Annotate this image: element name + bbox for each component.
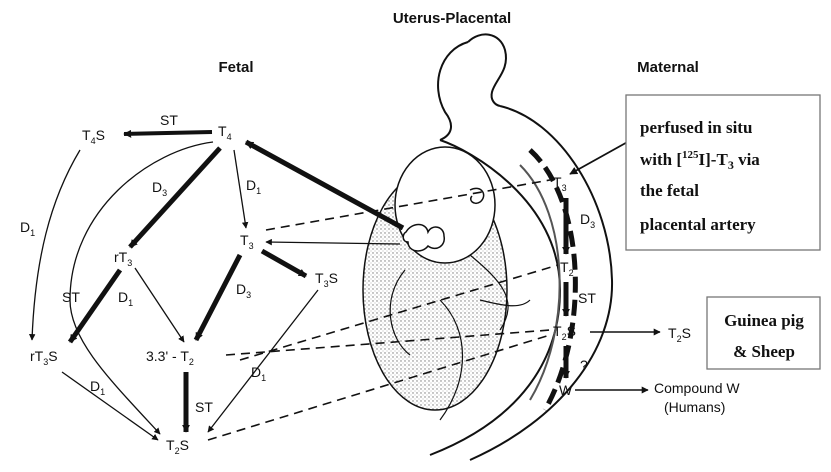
label-question-maternal: ? [580,357,588,373]
node-maternal-t2: T2 [560,259,574,278]
node-t4s: T4S [82,127,105,146]
arrow-rt3-t2 [135,268,184,342]
header-center: Uterus-Placental [393,10,511,27]
label-d1-left: D1 [20,219,35,238]
perfusion-note-line4: placental artery [640,215,756,234]
label-d3-maternal: D3 [580,211,595,230]
node-rt3: rT3 [114,249,132,268]
node-t2-33: 3.3' - T2 [146,348,194,367]
label-d3-t4: D3 [152,179,167,198]
node-t4: T4 [218,123,232,142]
arrow-rt3s-t2s [62,372,158,440]
perfusion-note-line3: the fetal [640,181,699,200]
label-d3-t3: D3 [236,281,251,300]
node-maternal-t2s: T2S [553,323,576,342]
arrow-rt3-rt3s [70,270,120,342]
arrow-t3-t2 [196,255,240,340]
node-fetal-t2s: T2S [166,437,189,456]
arrow-t3-t3s [262,251,306,276]
arrow-t4-t4s [124,132,212,134]
arrow-t4s-rt3s [32,150,80,340]
label-d1-rt3: D1 [118,289,133,308]
header-fetal: Fetal [218,59,253,76]
node-t3: T3 [240,232,254,251]
arrow-t4-t3 [234,150,246,228]
umbilical-cord-icon [403,225,444,251]
label-st-t4s: ST [160,112,178,128]
perfusion-note: perfused in situ with [125I]-T3 via the … [626,95,820,250]
perfusion-note-line1: perfused in situ [640,118,752,137]
label-st-maternal: ST [578,290,596,306]
arrow-t4-rt3 [130,148,220,247]
node-rt3s: rT3S [30,348,58,367]
species-note-line1: Guinea pig [724,311,804,330]
label-st-t2: ST [195,399,213,415]
label-d1-t4: D1 [246,177,261,196]
node-t3s: T3S [315,270,338,289]
node-t2s-out: T2S [668,325,691,344]
species-note: Guinea pig & Sheep [707,297,820,369]
species-note-line2: & Sheep [733,342,795,361]
node-maternal-w: W [559,382,573,398]
label-d1-t3s: D1 [251,364,266,383]
label-st-rt3: ST [62,289,80,305]
header-maternal: Maternal [637,59,699,76]
node-compound-w: Compound W [654,380,740,396]
node-humans: (Humans) [664,399,725,415]
arrow-placenta-t4 [246,142,403,228]
perfusion-note-line2: with [125I]-T3 via [640,149,760,172]
